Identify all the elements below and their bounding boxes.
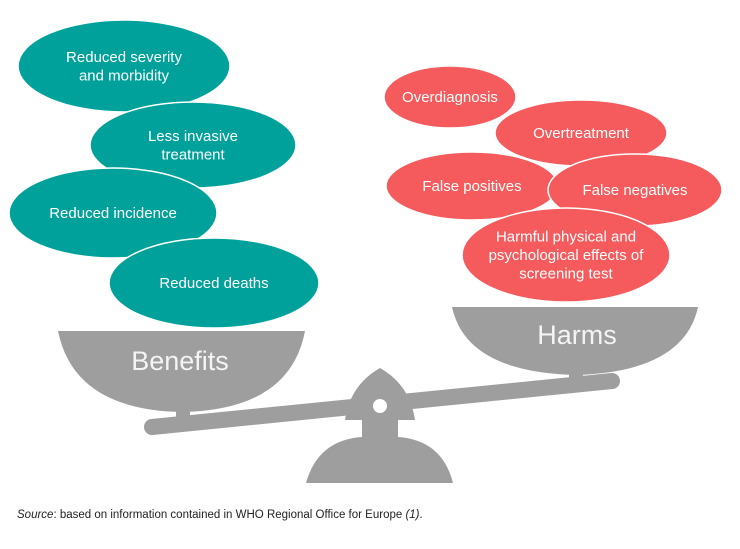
benefits-bubble-text: and morbidity: [79, 67, 170, 84]
harms-item-overtreatment: Overtreatment: [494, 99, 668, 167]
harms-bubble-text: screening test: [519, 266, 613, 283]
source-end: .: [419, 509, 423, 521]
benefits-bubble-text: treatment: [161, 146, 225, 163]
harms-bubble: [461, 207, 671, 303]
source-prefix: Source: [17, 509, 54, 521]
benefits-bubble-text: Reduced deaths: [159, 275, 268, 292]
harms-bubble-text: Harmful physical and: [496, 229, 636, 246]
benefits-pan-label: Benefits: [131, 346, 229, 376]
benefits-bubble-text: Less invasive: [148, 128, 238, 145]
scale-base: [306, 420, 453, 483]
harms-pan-label: Harms: [537, 320, 617, 350]
harms-bubble-text: False negatives: [582, 182, 687, 199]
benefits-bubble-text: Reduced incidence: [49, 205, 177, 222]
harms-item-overdiagnosis: Overdiagnosis: [383, 65, 517, 129]
benefits-item-reduced-deaths: Reduced deaths: [108, 237, 320, 329]
source-text: : based on information contained in WHO …: [53, 509, 406, 521]
benefits-bubble: [108, 237, 320, 329]
balance-scale: Benefits Harms: [58, 307, 698, 483]
benefits-bubble-text: Reduced severity: [66, 49, 182, 66]
pivot-hole: [373, 399, 387, 413]
harms-bubble-text: Overdiagnosis: [402, 89, 498, 106]
source-note: Source: based on information contained i…: [17, 509, 423, 521]
harms-bubble-text: Overtreatment: [533, 125, 630, 142]
benefits-item-reduced-incidence: Reduced incidence: [8, 167, 218, 259]
harms-bubble-text: False positives: [422, 178, 521, 195]
source-ref: (1): [405, 509, 420, 521]
left-pan: [58, 331, 305, 412]
harms-bubble: [383, 65, 517, 129]
benefits-bubble: [17, 19, 231, 113]
benefits-bubble: [8, 167, 218, 259]
harms-bubble-text: psychological effects of: [489, 247, 645, 264]
right-pan: [452, 307, 698, 375]
